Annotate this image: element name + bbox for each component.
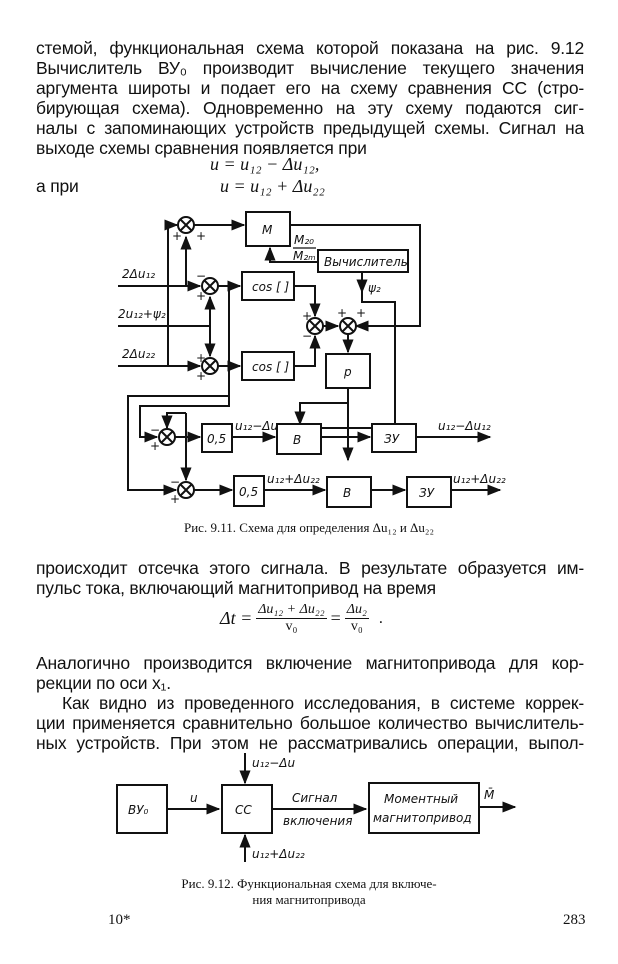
text-line: ции применяется сравнительно большое кол… <box>36 713 584 733</box>
signature-mark: 10* <box>108 912 131 928</box>
summing-junction <box>158 428 176 446</box>
eq-end: . <box>378 609 383 627</box>
sign-plus: + <box>337 306 347 320</box>
block-p <box>325 353 371 389</box>
sign-plus: + <box>356 306 366 320</box>
block-label: B <box>293 433 301 447</box>
summing-junction <box>339 317 357 335</box>
block-actuator <box>368 782 480 834</box>
denominator: v₀ <box>350 619 363 634</box>
numerator: Δu₁₂ + Δu₂₂ <box>256 602 327 619</box>
block-label: M <box>262 223 273 237</box>
sign-plus: + <box>170 492 180 506</box>
block-cos-2 <box>241 351 295 381</box>
sign-minus: − <box>196 269 206 283</box>
signal-label: u₁₂−Δu₁₂ <box>235 419 288 433</box>
page-number: 283 <box>563 912 586 928</box>
equation-prefix: а при <box>36 176 136 196</box>
sign-minus: − <box>170 475 180 489</box>
block-memory-2 <box>406 476 452 508</box>
psi2-label: ψ₂ <box>368 281 381 295</box>
equation-2: u = u₁₂ + Δu₂₂ <box>220 176 325 196</box>
block-label: магнитопривод <box>373 811 472 825</box>
block-label: p <box>343 365 352 379</box>
input-label: 2Δu₁₂ <box>122 267 155 281</box>
bottom-paragraph: Аналогично производится включение магнит… <box>36 653 584 753</box>
sign-plus: + <box>196 229 206 243</box>
block-label: cos [ ] <box>252 360 290 374</box>
equation-3: Δt = Δu₁₂ + Δu₂₂ v₀ = Δu₂ v₀ . <box>220 602 383 635</box>
figure-9-11-caption: Рис. 9.11. Схема для определения Δu₁₂ и … <box>184 520 434 535</box>
block-label: Моментный <box>384 792 458 806</box>
text-line: Аналогично производится включение магнит… <box>36 653 584 673</box>
block-label: ЗУ <box>384 432 400 446</box>
block-half-1 <box>201 423 233 453</box>
block-label: 0,5 <box>207 432 226 446</box>
sign-plus: + <box>172 229 182 243</box>
input-label: u₁₂−Δu <box>252 756 295 770</box>
summing-junction <box>177 481 195 499</box>
sign-plus: + <box>196 289 206 303</box>
block-label: cos [ ] <box>252 280 290 294</box>
output-label: M̄ <box>484 788 495 802</box>
block-label: ВУ₀ <box>128 803 149 817</box>
text-line: Как видно из проведенного исследования, … <box>62 693 584 713</box>
signal-label: включения <box>283 814 352 828</box>
text-line: стемой, функциональная схема которой пок… <box>36 38 584 58</box>
block-vu0 <box>116 784 168 834</box>
text-line: Вычислитель ВУ₀ производит вычисление те… <box>36 58 584 78</box>
text-line: выходе схемы сравнения появляется при <box>36 138 367 158</box>
input-label: 2Δu₂₂ <box>122 347 155 361</box>
sign-minus: − <box>302 329 312 343</box>
m2m-label: M₂ₘ <box>293 249 316 263</box>
fraction: Δu₂ v₀ <box>344 602 369 635</box>
m20-label: M₂₀ <box>294 233 314 247</box>
block-b-1 <box>276 423 322 455</box>
block-cc <box>221 784 273 834</box>
eq-sign: = <box>330 608 341 628</box>
equation-1: u = u₁₂ − Δu₁₂, <box>210 154 320 174</box>
sign-plus: + <box>302 309 312 323</box>
input-label: u₁₂+Δu₂₂ <box>252 847 305 861</box>
sign-plus: + <box>196 351 206 365</box>
signal-label: u <box>190 791 198 805</box>
denominator: v₀ <box>285 619 298 634</box>
figure-9-12-diagram: ВУ₀ u СС u₁₂−Δu u₁₂+Δu₂₂ Сигнал включени… <box>116 753 517 862</box>
signal-label: Сигнал <box>292 791 338 805</box>
input-label: 2u₁₂+ψ₂ <box>118 307 166 321</box>
caption-line: ния магнитопривода <box>252 892 366 907</box>
text-line: налы с запоминающих устройств предыдущей… <box>36 118 584 138</box>
signal-label: u₁₂+Δu₂₂ <box>267 472 320 486</box>
sign-plus: + <box>196 369 206 383</box>
text-line: а при <box>36 176 79 196</box>
output-label: u₁₂+Δu₂₂ <box>453 472 506 486</box>
sign-minus: − <box>150 423 160 437</box>
output-label: u₁₂−Δu₁₂ <box>438 419 491 433</box>
top-paragraph: стемой, функциональная схема которой пок… <box>36 38 584 158</box>
text-line: рекции по оси x₁. <box>36 673 171 693</box>
block-label: Вычислитель <box>324 255 408 269</box>
figure-9-11-diagram: 2Δu₁₂ 2u₁₂+ψ₂ 2Δu₂₂ + + − + + + + − + + … <box>118 211 506 508</box>
block-m <box>245 211 291 247</box>
block-b-2 <box>326 476 372 508</box>
text-line: происходит отсечка этого сигнала. В резу… <box>36 558 584 578</box>
block-label: СС <box>235 803 252 817</box>
numerator: Δu₂ <box>344 602 369 619</box>
block-label: B <box>343 486 351 500</box>
text-line: аргумента широты и подает его на схему с… <box>36 78 584 98</box>
block-label: ЗУ <box>419 486 435 500</box>
caption-line: Рис. 9.12. Функциональная схема для вклю… <box>181 876 437 891</box>
block-label: 0,5 <box>239 485 258 499</box>
block-cos-1 <box>241 271 295 301</box>
sign-plus: + <box>150 439 160 453</box>
eq-lhs: Δt = <box>220 608 253 628</box>
text-line: ных устройств. При этом не рассматривали… <box>36 733 584 753</box>
fraction: Δu₁₂ + Δu₂₂ v₀ <box>256 602 327 635</box>
text-line: пульс тока, включающий магнитопривод на … <box>36 578 436 598</box>
text-line: бирующая схема). Одновременно на эту схе… <box>36 98 584 118</box>
mid-paragraph: происходит отсечка этого сигнала. В резу… <box>36 558 584 598</box>
figure-9-12-caption: Рис. 9.12. Функциональная схема для вклю… <box>0 876 618 908</box>
